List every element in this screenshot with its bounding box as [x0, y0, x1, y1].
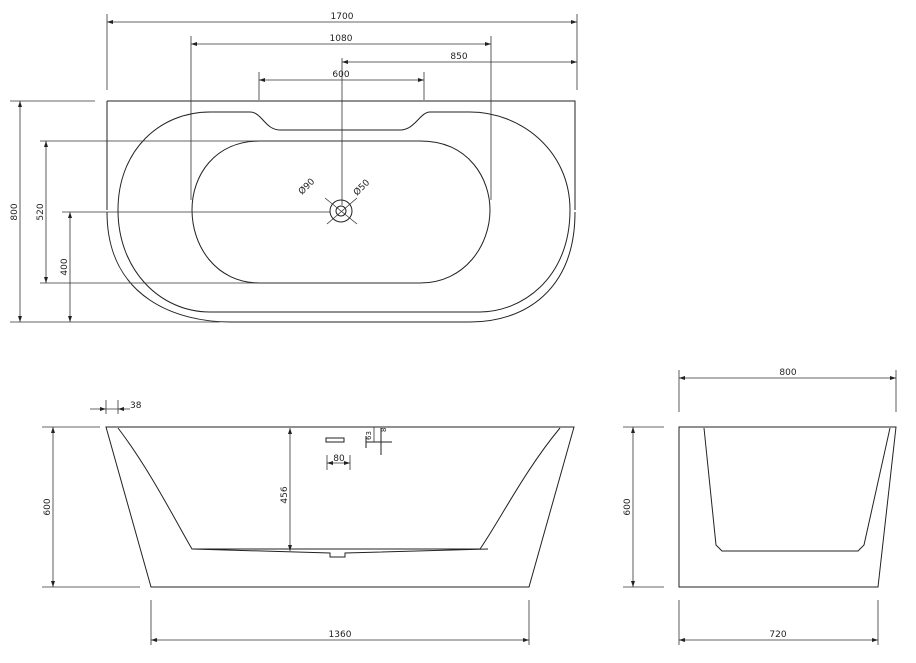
dim-800-label: 800: [10, 203, 20, 220]
drain-leader-b: [326, 197, 358, 225]
front-drain-mark: [325, 437, 345, 443]
top-outer-shell: [106, 211, 576, 323]
dim-400-label: 400: [60, 258, 70, 275]
dim-side-600-label: 600: [623, 498, 633, 515]
dim-38-label: 38: [130, 401, 142, 411]
dim-600-label: 600: [332, 70, 349, 80]
dim-1700-label: 1700: [331, 12, 354, 22]
dim-side-800-label: 800: [779, 368, 796, 378]
dim-63-label: 63: [365, 431, 373, 440]
top-view: Ø90 Ø50 1700 1080 850 600: [10, 12, 578, 323]
dim-front-600-label: 600: [43, 498, 53, 515]
dim-8-label: 8: [380, 428, 388, 432]
side-view: 800 600 720: [623, 368, 897, 645]
dim-1360-label: 1360: [329, 630, 352, 640]
front-basin-floor: [191, 548, 489, 558]
side-inner-basin: [703, 427, 891, 552]
side-outer-profile: [678, 426, 897, 588]
drain-outer-circle: [329, 199, 353, 223]
dim-850-label: 850: [450, 52, 467, 62]
top-rim-outline: [117, 111, 571, 313]
front-outer-profile: [105, 426, 575, 588]
drain-inner-label: Ø50: [351, 177, 372, 198]
front-inner-basin: [117, 427, 561, 550]
drain-outer-label: Ø90: [296, 176, 317, 197]
front-overflow-fitting: [365, 428, 392, 455]
drain-inner-circle: [335, 205, 347, 217]
dim-456-label: 456: [280, 486, 290, 503]
dim-520-label: 520: [36, 203, 46, 220]
dim-1080-label: 1080: [330, 34, 353, 44]
dim-80-label: 80: [333, 454, 345, 464]
front-view: 38 600 456 80 63 8 1360: [42, 400, 575, 645]
top-back-edge: [106, 100, 576, 210]
drain-leader-a: [324, 197, 358, 225]
dim-720-label: 720: [769, 630, 786, 640]
